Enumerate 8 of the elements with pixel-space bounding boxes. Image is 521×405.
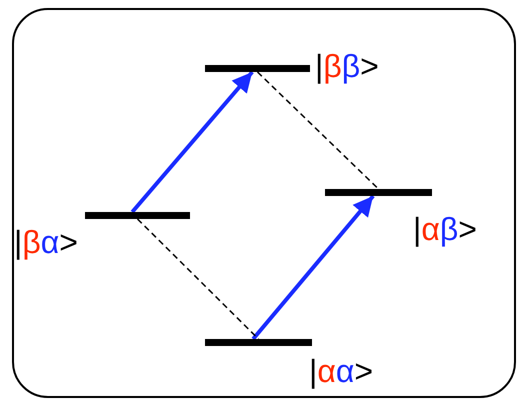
transition-arrow — [130, 70, 254, 214]
state-label: |βα> — [14, 224, 78, 260]
dashed-line — [256, 71, 380, 190]
dashed-line — [136, 218, 260, 340]
state-label: |αα> — [309, 353, 373, 389]
state-label: |αβ> — [413, 211, 477, 247]
state-label: |ββ> — [315, 48, 379, 84]
transition-arrow — [252, 194, 375, 340]
